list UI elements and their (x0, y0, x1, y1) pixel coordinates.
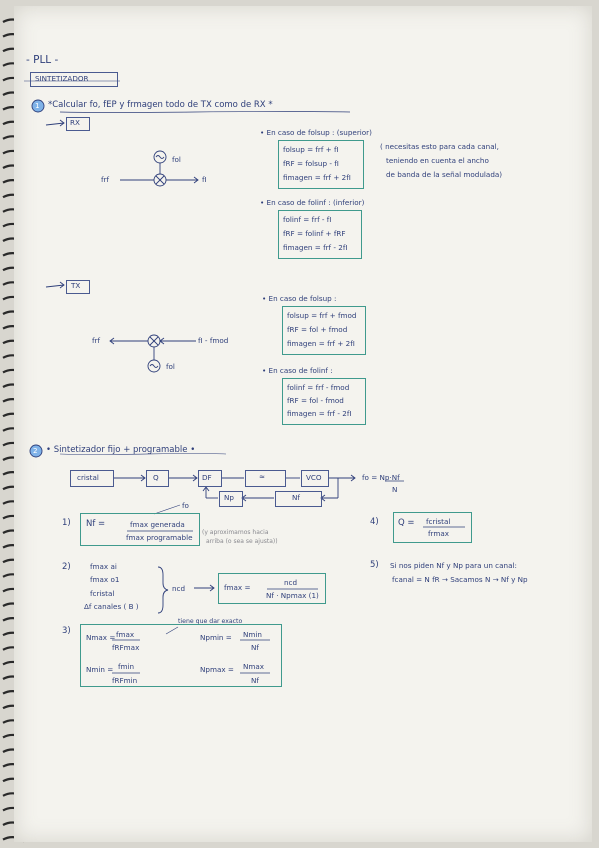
tx-inf-line-2: fRF = fol - fmod (287, 396, 344, 405)
step-5-line-1: Si nos piden Nf y Np para un canal: (390, 561, 517, 570)
rx-inf-line-3: fimagen = frf - 2fI (283, 243, 348, 252)
block-df (198, 470, 222, 487)
rx-sup-title: • En caso de folsup : (superior) (260, 128, 372, 137)
tx-fol: fol (166, 362, 175, 371)
block-filter (245, 470, 286, 487)
rx-sup-line-3: fimagen = frf + 2fI (283, 173, 351, 182)
step-1-den: fmax programable (126, 533, 193, 542)
tx-sup-line-3: fimagen = frf + 2fI (287, 339, 355, 348)
rx-label: RX (70, 118, 80, 127)
step-2-item-2: fmax o1 (90, 575, 120, 584)
step-5-line-2: fcanal = N fR → Sacamos N → Nf y Np (392, 575, 528, 584)
step-3c-lhs: Nmin = (86, 665, 114, 674)
rx-inf-title: • En caso de folinf : (inferior) (260, 198, 365, 207)
block-nf (275, 491, 322, 507)
step-2-den: Nf · Npmax (1) (266, 591, 319, 600)
step-3a-lhs: Nmax = (86, 633, 116, 642)
step-1-box (80, 513, 200, 546)
step-3d-lhs: Npmax = (200, 665, 234, 674)
step-2-box (218, 573, 326, 604)
tx-inf-line-1: folinf = frf - fmod (287, 383, 350, 392)
tx-sup-title: • En caso de folsup : (262, 294, 337, 303)
rx-note-3: de banda de la señal modulada) (386, 170, 503, 179)
rx-sup-line-1: folsup = frf + fI (283, 145, 339, 154)
block-df-label: DF (202, 473, 212, 482)
block-filter-label: ≈ (259, 472, 266, 481)
section-2-number: 2 (33, 446, 38, 455)
section-2-title: • Sintetizador fijo + programable • (46, 445, 196, 455)
step-3b-lhs: Npmin = (200, 633, 232, 642)
step-1-lhs: Nf = (86, 519, 106, 529)
block-crystal (70, 470, 114, 487)
page-title: - PLL - (26, 54, 59, 66)
step-3d-num: Nmax (243, 662, 265, 671)
tx-frf: frf (92, 336, 101, 345)
tx-inf-line-3: fimagen = frf - 2fI (287, 409, 352, 418)
step-1-num: fmax generada (130, 520, 185, 529)
tx-sup-line-2: fRF = fol + fmod (287, 325, 348, 334)
rx-fol: fol (172, 155, 181, 164)
step-3b-num: Nmin (243, 630, 262, 639)
step-3-note: tiene que dar exacto (178, 618, 243, 625)
step-4-den: frmax (428, 529, 450, 538)
step-4-lhs: Q = (398, 518, 415, 528)
block-vco (301, 470, 329, 487)
step-2-item-1: fmax ai (90, 562, 117, 571)
tx-sup-box (282, 306, 366, 355)
step-3a-den: fRFmax (112, 643, 140, 652)
step-4-number: 4) (370, 517, 379, 527)
step-3-box (80, 624, 282, 687)
tx-inf-box (282, 378, 366, 425)
rx-frf: frf (101, 175, 110, 184)
fo-formula-den: N (392, 485, 398, 494)
step-1-note-1: (y aproximamos hacia (202, 529, 269, 536)
step-1-note-2: arriba (o sea se ajusta)) (206, 538, 278, 545)
step-2-item-4: Δf canales ( B ) (84, 602, 139, 611)
block-nf-label: Nf (292, 493, 300, 502)
step-3-number: 3) (62, 626, 71, 636)
step-4-box (393, 512, 472, 543)
block-crystal-label: cristal (77, 473, 99, 482)
tx-label-box (66, 280, 90, 294)
rx-label-box (66, 117, 90, 131)
block-np-label: Np (224, 493, 234, 502)
step-2-num: ncd (284, 578, 298, 587)
step-2-number: 2) (62, 562, 71, 572)
tx-sup-line-1: folsup = frf + fmod (287, 311, 357, 320)
step-5-number: 5) (370, 560, 379, 570)
rx-inf-line-1: folinf = frf - fI (283, 215, 332, 224)
tx-inf-title: • En caso de folinf : (262, 366, 333, 375)
block-vco-label: VCO (306, 473, 322, 482)
step-1-number: 1) (62, 518, 71, 528)
section-1-number: 1 (35, 101, 40, 110)
step-3c-den: fRFmin (112, 676, 138, 685)
rx-fi: fI (202, 175, 207, 184)
fol-label: fo (182, 501, 189, 510)
rx-note-1: ( necesitas esto para cada canal, (380, 142, 499, 151)
step-3b-den: Nf (251, 643, 259, 652)
subtitle-box (30, 72, 118, 87)
rx-inf-line-2: fRF = folinf + fRF (283, 229, 346, 238)
rx-sup-box (278, 140, 364, 189)
fo-formula: fo = Np·Nf (362, 473, 400, 482)
step-2-ncd: ncd (172, 584, 186, 593)
step-2-item-3: fcristal (90, 589, 115, 598)
subtitle: SINTETIZADOR (35, 74, 89, 83)
block-np (219, 491, 243, 507)
block-q-label: Q (153, 473, 159, 482)
block-q (146, 470, 169, 487)
step-3d-den: Nf (251, 676, 259, 685)
tx-fi: fI - fmod (198, 336, 229, 345)
step-3a-num: fmax (116, 630, 135, 639)
section-1-title: *Calcular fo, fEP y frmagen todo de TX c… (48, 100, 273, 110)
rx-inf-box (278, 210, 362, 259)
step-4-num: fcristal (426, 517, 451, 526)
tx-label: TX (71, 281, 81, 290)
step-3c-num: fmin (118, 662, 135, 671)
rx-note-2: teniendo en cuenta el ancho (386, 156, 489, 165)
rx-sup-line-2: fRF = folsup - fI (283, 159, 339, 168)
step-2-lhs: fmax = (224, 583, 251, 592)
